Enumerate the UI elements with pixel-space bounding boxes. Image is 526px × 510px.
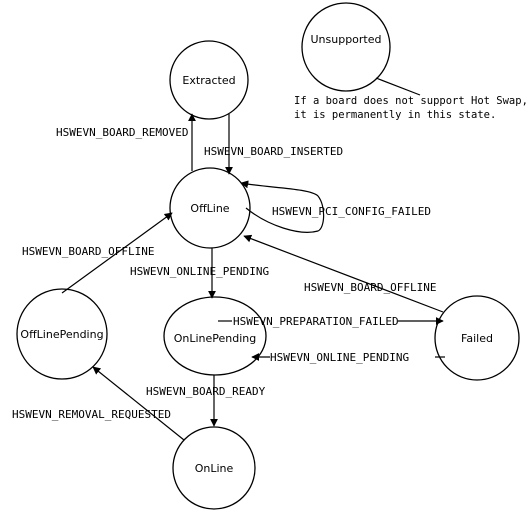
state-failed xyxy=(434,295,520,381)
label-board-ready: HSWEVN_BOARD_READY xyxy=(146,385,266,398)
label-offlinepending: OffLinePending xyxy=(20,328,103,341)
edge-pci-config-failed xyxy=(240,180,325,233)
label-preparation-failed: HSWEVN_PREPARATION_FAILED xyxy=(233,315,399,328)
label-online-pending-back: HSWEVN_ONLINE_PENDING xyxy=(270,351,409,364)
label-board-offline-left: HSWEVN_BOARD_OFFLINE xyxy=(22,245,154,258)
label-offline: OffLine xyxy=(190,202,229,215)
label-unsupported: Unsupported xyxy=(310,33,381,46)
label-pci-config-failed: HSWEVN_PCI_CONFIG_FAILED xyxy=(272,205,431,218)
label-board-offline-right: HSWEVN_BOARD_OFFLINE xyxy=(304,281,436,294)
label-board-inserted: HSWEVN_BOARD_INSERTED xyxy=(204,145,343,158)
state-unsupported xyxy=(301,2,391,92)
label-removal-requested: HSWEVN_REMOVAL_REQUESTED xyxy=(12,408,171,421)
state-online xyxy=(172,426,256,510)
note-line-1: If a board does not support Hot Swap, xyxy=(294,95,526,107)
label-board-removed: HSWEVN_BOARD_REMOVED xyxy=(56,126,188,139)
edge-board-offline-left xyxy=(61,212,173,294)
note-pointer-line xyxy=(375,77,421,96)
label-extracted: Extracted xyxy=(182,74,235,87)
edge-board-offline-right xyxy=(243,234,444,313)
state-extracted xyxy=(169,40,249,120)
state-offlinepending xyxy=(16,288,108,380)
state-offline xyxy=(169,167,251,249)
label-online-pending-down: HSWEVN_ONLINE_PENDING xyxy=(130,265,269,278)
label-online: OnLine xyxy=(195,462,234,475)
label-failed: Failed xyxy=(461,332,493,345)
edge-removal-requested xyxy=(92,366,185,441)
note-line-2: it is permanently in this state. xyxy=(294,109,496,121)
label-onlinepending: OnLinePending xyxy=(174,332,257,345)
